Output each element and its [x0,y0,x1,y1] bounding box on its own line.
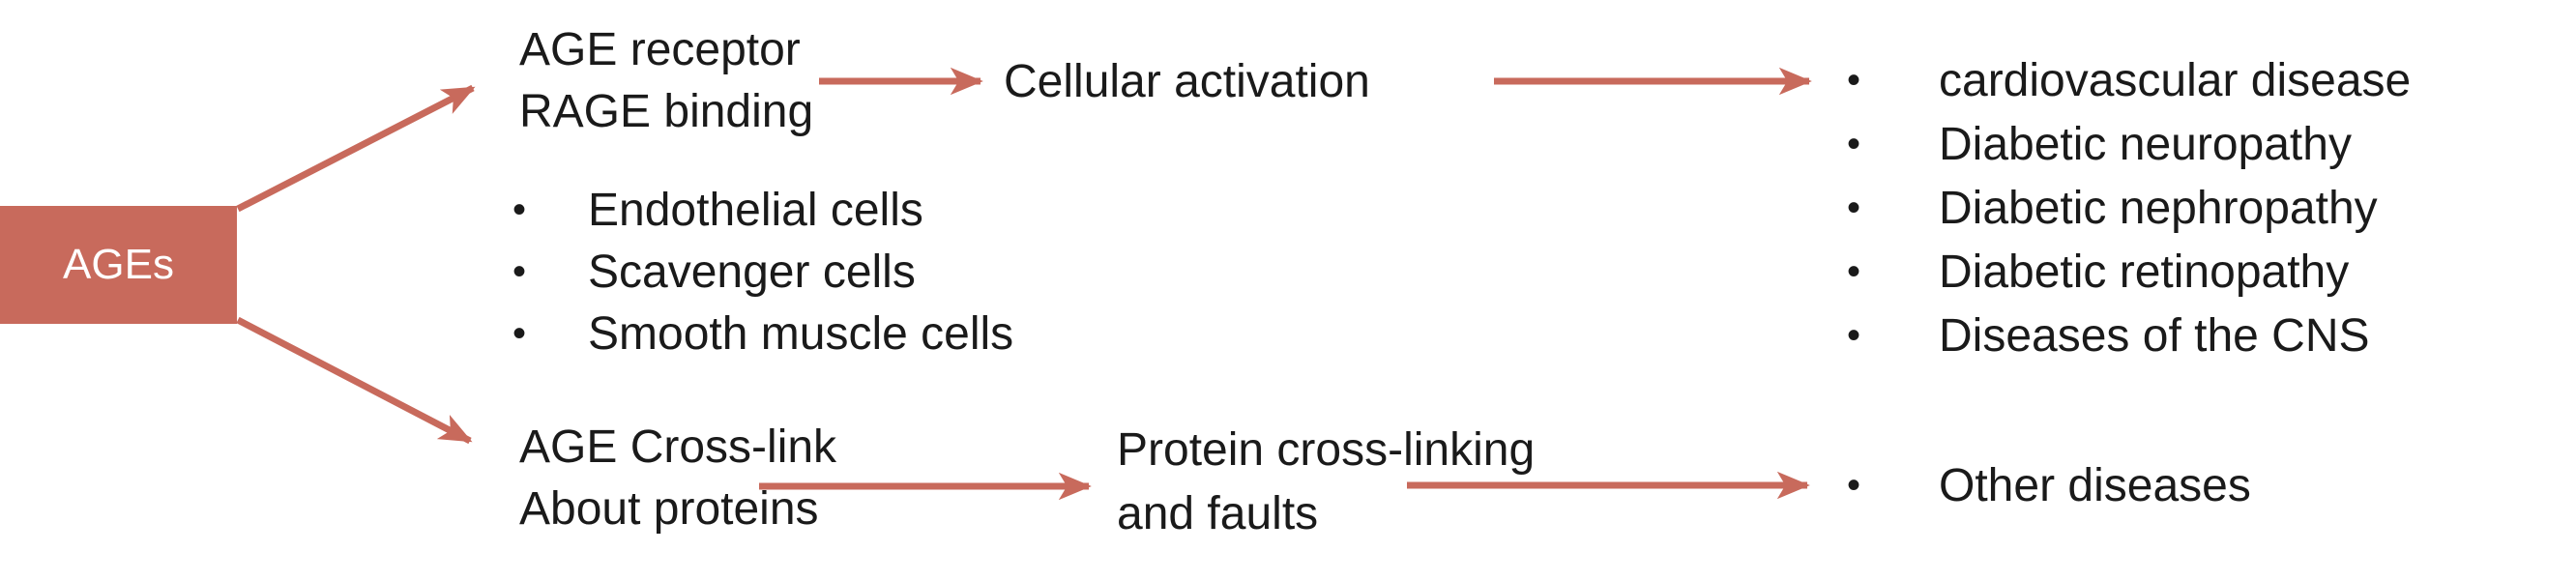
bullet-icon: • [1847,463,1861,507]
list-item-label: Diabetic neuropathy [1939,118,2352,170]
ages-source-box [0,206,237,324]
crosslink-node-line1: AGE Cross-link [519,421,837,473]
bullet-icon: • [512,311,527,355]
crosslink-node: AGE Cross-link About proteins [519,417,836,540]
list-item-label: cardiovascular disease [1939,54,2412,106]
ages-node-label: AGEs [63,241,174,288]
list-item: • Scavenger cells [505,241,1013,303]
list-item: • Other diseases [1839,453,2251,517]
list-item: • Diabetic neuropathy [1839,112,2411,176]
receptor-node-line2: RAGE binding [519,86,814,137]
list-item: • Endothelial cells [505,179,1013,241]
other-diseases-list: • Other diseases [1839,453,2251,517]
bullet-icon: • [1847,58,1861,102]
protein-crosslinking-node: Protein cross-linking and faults [1117,420,1535,547]
list-item: • Smooth muscle cells [505,303,1013,364]
arrow-ages-to-receptor [236,84,476,213]
list-item-label: Scavenger cells [588,246,916,298]
protein-node-line2: and faults [1117,488,1319,539]
cell-types-list: • Endothelial cells • Scavenger cells • … [505,179,1013,364]
list-item-label: Smooth muscle cells [588,307,1014,360]
receptor-node-line1: AGE receptor [519,24,801,75]
bullet-icon: • [1847,186,1861,229]
bullet-icon: • [512,249,527,293]
bullet-icon: • [1847,313,1861,357]
arrow-ages-to-crosslink [236,316,473,445]
disease-outcomes-list: • cardiovascular disease • Diabetic neur… [1839,48,2411,367]
list-item: • Diabetic nephropathy [1839,176,2411,240]
cellular-activation-node: Cellular activation [1004,56,1370,107]
list-item: • cardiovascular disease [1839,48,2411,112]
receptor-node: AGE receptor RAGE binding [519,19,813,143]
list-item-label: Diseases of the CNS [1939,309,2370,362]
bullet-icon: • [1847,249,1861,293]
protein-node-line1: Protein cross-linking [1117,424,1536,476]
list-item-label: Diabetic retinopathy [1939,246,2350,298]
list-item-label: Endothelial cells [588,184,923,236]
list-item-label: Diabetic nephropathy [1939,182,2378,234]
list-item: • Diseases of the CNS [1839,304,2411,367]
bullet-icon: • [1847,122,1861,165]
list-item-label: Other diseases [1939,459,2251,511]
bullet-icon: • [512,188,527,231]
crosslink-node-line2: About proteins [519,483,819,535]
list-item: • Diabetic retinopathy [1839,240,2411,304]
